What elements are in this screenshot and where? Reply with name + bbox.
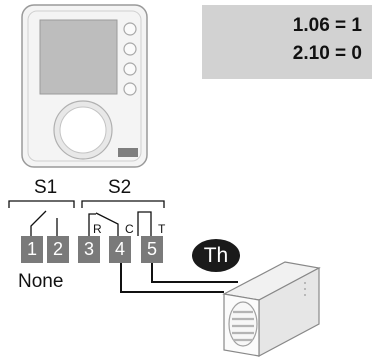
terminal-4: 4 bbox=[109, 236, 131, 263]
terminal-1: 1 bbox=[21, 236, 43, 263]
setting-2-10: 2.10 = 0 bbox=[292, 43, 362, 64]
wire-terminal-4 bbox=[120, 263, 224, 293]
s2-relay-contacts bbox=[88, 211, 152, 236]
terminal-2: 2 bbox=[47, 236, 69, 263]
contact-c-label: C bbox=[125, 222, 134, 236]
none-label: None bbox=[18, 271, 64, 292]
wire-terminal-5 bbox=[151, 263, 238, 283]
thermostat-side-buttons bbox=[123, 22, 137, 96]
heat-pump-unit bbox=[222, 261, 321, 357]
th-badge: Th bbox=[192, 239, 240, 272]
s2-label: S2 bbox=[108, 177, 132, 198]
terminal-3: 3 bbox=[78, 236, 100, 263]
terminal-5: 5 bbox=[141, 236, 163, 263]
s1-bracket bbox=[8, 200, 75, 208]
s2-bracket bbox=[81, 200, 165, 208]
contact-t-label: T bbox=[158, 222, 166, 236]
thermostat-logo bbox=[118, 148, 138, 157]
settings-panel: 1.06 = 1 2.10 = 0 bbox=[202, 5, 372, 79]
s1-label: S1 bbox=[34, 177, 58, 198]
wires bbox=[120, 263, 238, 293]
s1-switch-contacts bbox=[30, 210, 58, 236]
setting-1-06: 1.06 = 1 bbox=[292, 15, 362, 36]
thermostat-device bbox=[21, 4, 148, 168]
thermostat-screen bbox=[39, 19, 118, 95]
contact-r-label: R bbox=[93, 222, 102, 236]
